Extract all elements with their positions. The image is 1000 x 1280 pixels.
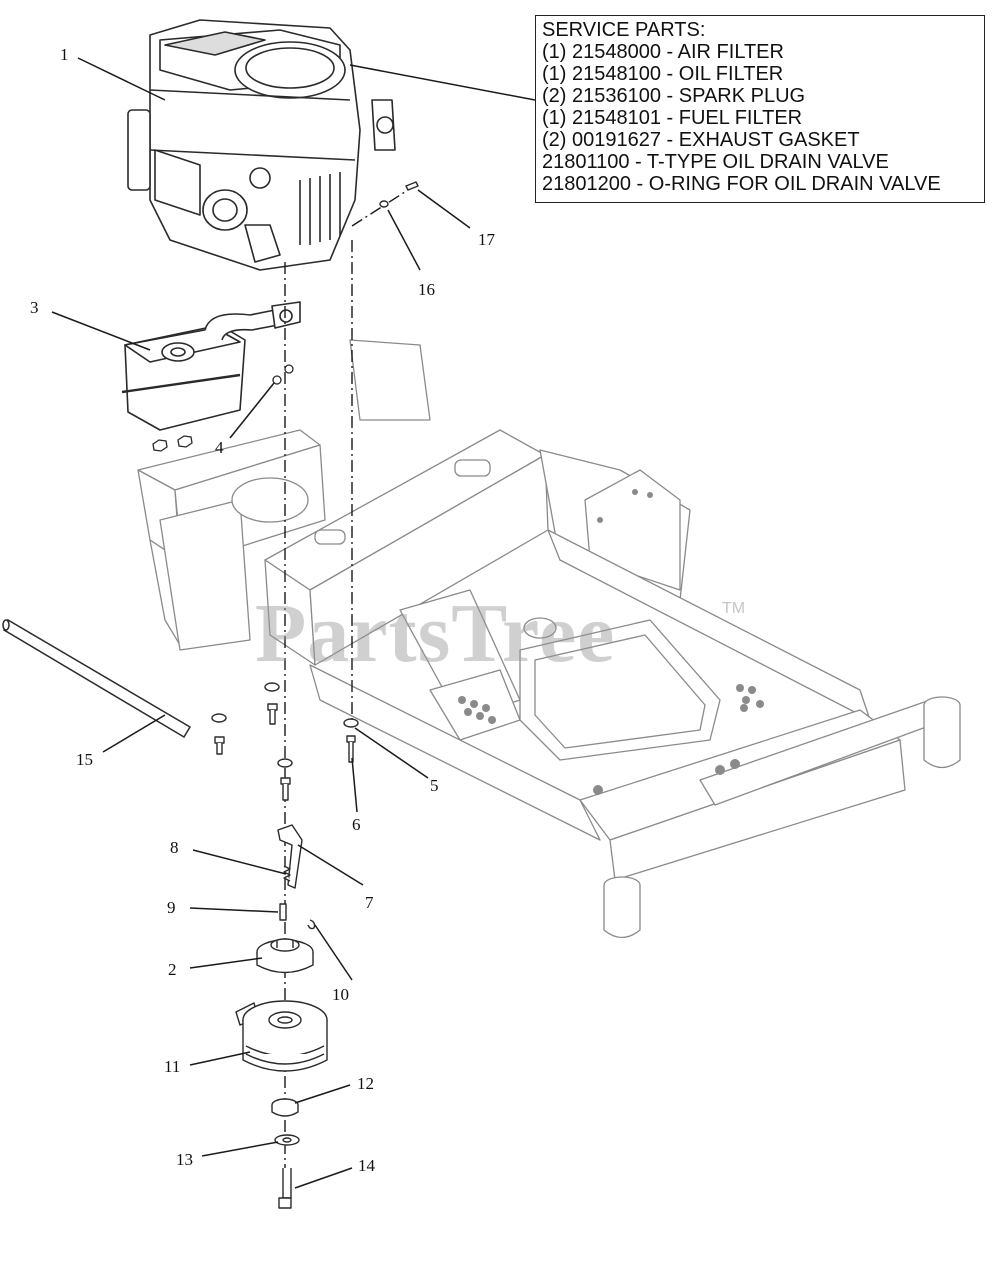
service-part-oring: 21801200 - O-RING FOR OIL DRAIN VALVE bbox=[542, 173, 941, 195]
rod bbox=[2, 618, 192, 739]
callout-7: 7 bbox=[365, 893, 374, 912]
service-parts-box: SERVICE PARTS: (1) 21548000 - AIR FILTER… bbox=[535, 15, 985, 203]
callout-5: 5 bbox=[430, 776, 439, 795]
callout-2: 2 bbox=[168, 960, 177, 979]
callout-8: 8 bbox=[170, 838, 179, 857]
callout-11: 11 bbox=[164, 1057, 181, 1076]
callout-1: 1 bbox=[60, 45, 69, 64]
callout-15: 15 bbox=[76, 750, 93, 769]
callout-9: 9 bbox=[167, 898, 176, 917]
callout-17: 17 bbox=[478, 230, 495, 249]
muffler bbox=[121, 301, 301, 431]
callout-6: 6 bbox=[352, 815, 361, 834]
engine bbox=[127, 19, 396, 271]
frame-holes bbox=[458, 489, 764, 795]
service-part-air-filter: (1) 21548000 - AIR FILTER bbox=[542, 41, 784, 63]
mower-frame bbox=[137, 339, 961, 939]
callout-10: 10 bbox=[332, 985, 349, 1004]
service-part-fuel-filter: (1) 21548101 - FUEL FILTER bbox=[542, 107, 803, 129]
callout-3: 3 bbox=[30, 298, 39, 317]
callout-16: 16 bbox=[418, 280, 435, 299]
hardware bbox=[211, 181, 419, 1209]
service-part-spark-plug: (2) 21536100 - SPARK PLUG bbox=[542, 85, 806, 107]
service-part-exhaust-gasket: (2) 00191627 - EXHAUST GASKET bbox=[542, 129, 860, 151]
service-parts-title: SERVICE PARTS: bbox=[542, 19, 706, 41]
watermark: PartsTree bbox=[255, 587, 616, 680]
service-part-oil-filter: (1) 21548100 - OIL FILTER bbox=[542, 63, 784, 85]
leader-lines bbox=[51, 57, 536, 1189]
callout-13: 13 bbox=[176, 1150, 193, 1169]
callout-14: 14 bbox=[358, 1156, 375, 1175]
service-part-oil-drain-valve: 21801100 - T-TYPE OIL DRAIN VALVE bbox=[542, 151, 889, 173]
watermark-trademark: TM bbox=[722, 600, 746, 617]
callout-4: 4 bbox=[215, 438, 224, 457]
nuts bbox=[152, 364, 294, 452]
callout-12: 12 bbox=[357, 1074, 374, 1093]
